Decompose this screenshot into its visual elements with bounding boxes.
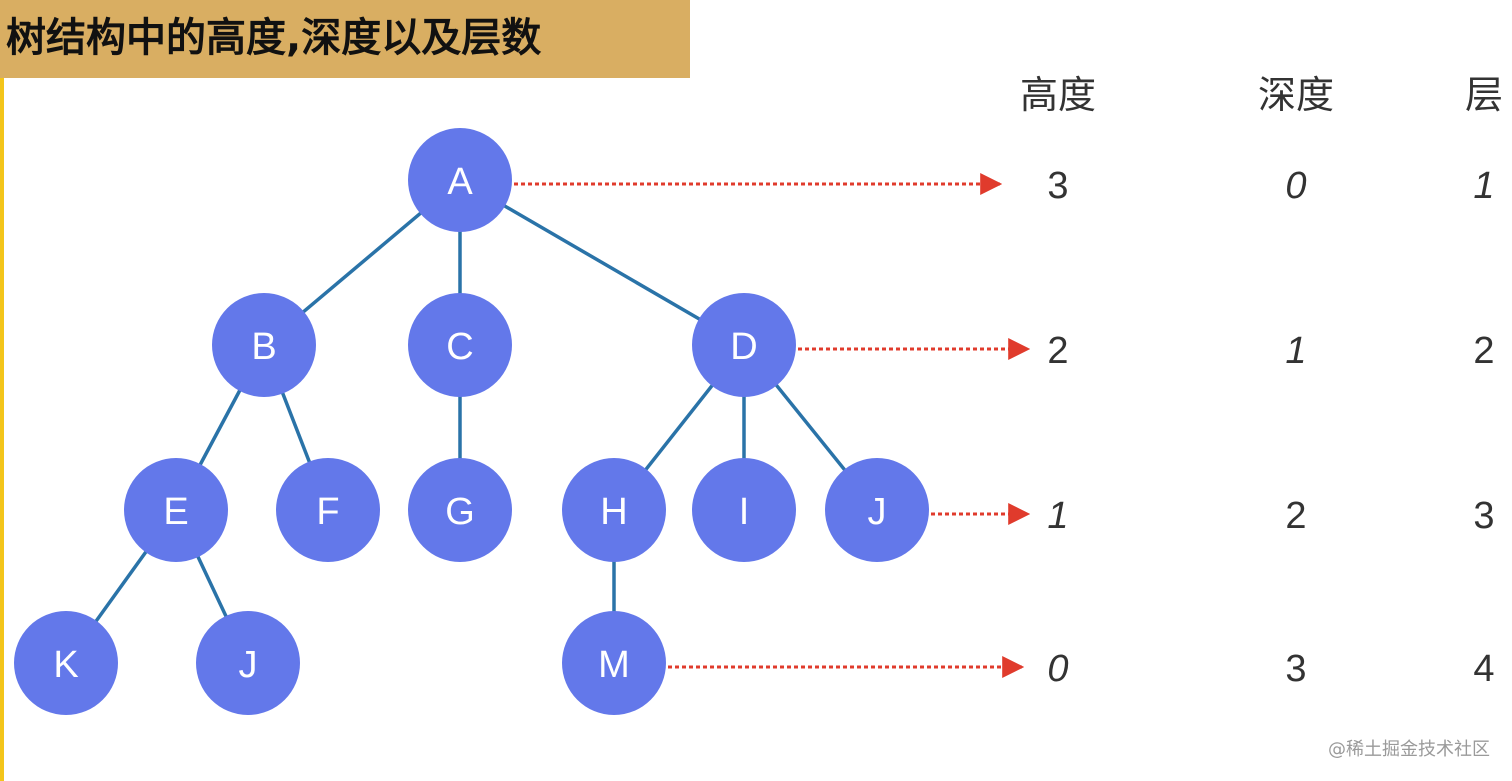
- node-circle: [692, 293, 796, 397]
- tree-node-j2: J: [196, 611, 300, 715]
- tree-node-b: B: [212, 293, 316, 397]
- node-label: H: [600, 491, 627, 533]
- level-value: 2: [1473, 330, 1494, 372]
- source-credit: @稀土掘金技术社区: [1328, 739, 1490, 760]
- node-label: J: [239, 644, 258, 686]
- node-circle: [562, 611, 666, 715]
- tree-node-d: D: [692, 293, 796, 397]
- tree-nodes: A B C D E F G H I J K J M: [14, 128, 929, 715]
- node-circle: [825, 458, 929, 562]
- tree-edges: [93, 203, 847, 624]
- height-value: 2: [1047, 330, 1068, 372]
- column-headers: 高度 深度 层: [1020, 73, 1503, 117]
- node-circle: [196, 611, 300, 715]
- node-circle: [212, 293, 316, 397]
- depth-value: 0: [1285, 165, 1306, 207]
- node-label: K: [53, 644, 78, 686]
- tree-node-e: E: [124, 458, 228, 562]
- node-circle: [562, 458, 666, 562]
- node-circle: [408, 128, 512, 232]
- node-circle: [124, 458, 228, 562]
- title-bar: [0, 0, 690, 78]
- edge-d-h: [643, 383, 715, 472]
- column-header-level: 层: [1465, 73, 1503, 117]
- level-arrows: [514, 173, 1031, 678]
- tree-node-g: G: [408, 458, 512, 562]
- node-label: G: [445, 491, 475, 533]
- column-header-height: 高度: [1020, 73, 1096, 117]
- node-label: C: [446, 326, 473, 368]
- edge-d-j1: [774, 382, 847, 473]
- height-value: 1: [1047, 495, 1068, 537]
- edge-b-f: [280, 390, 312, 465]
- node-circle: [408, 458, 512, 562]
- node-label: D: [730, 326, 757, 368]
- node-circle: [692, 458, 796, 562]
- node-label: B: [251, 326, 276, 368]
- tree-node-h: H: [562, 458, 666, 562]
- tree-node-k: K: [14, 611, 118, 715]
- height-value: 0: [1047, 648, 1068, 690]
- level-values: 3 0 1 2 1 2 1 2 3 0 3 4: [1047, 165, 1494, 690]
- node-circle: [408, 293, 512, 397]
- column-header-depth: 深度: [1258, 73, 1334, 117]
- level-value: 3: [1473, 495, 1494, 537]
- node-circle: [14, 611, 118, 715]
- depth-value: 1: [1285, 330, 1306, 372]
- tree-node-a: A: [408, 128, 512, 232]
- left-accent-rule: [0, 78, 4, 781]
- node-label: J: [868, 491, 887, 533]
- edge-b-e: [197, 388, 243, 467]
- tree-node-f: F: [276, 458, 380, 562]
- node-label: I: [739, 491, 750, 533]
- tree-node-i: I: [692, 458, 796, 562]
- node-label: A: [447, 161, 473, 203]
- edge-a-d: [502, 203, 702, 322]
- tree-node-j1: J: [825, 458, 929, 562]
- node-label: F: [316, 491, 339, 533]
- edge-e-j2: [195, 554, 229, 619]
- edge-a-b: [301, 210, 423, 315]
- level-value: 1: [1473, 165, 1494, 207]
- page-title: 树结构中的高度,深度以及层数: [6, 15, 542, 61]
- node-label: M: [598, 644, 630, 686]
- tree-node-m: M: [562, 611, 666, 715]
- tree-node-c: C: [408, 293, 512, 397]
- depth-value: 3: [1285, 648, 1306, 690]
- node-label: E: [163, 491, 188, 533]
- level-value: 4: [1473, 648, 1494, 690]
- depth-value: 2: [1285, 495, 1306, 537]
- node-circle: [276, 458, 380, 562]
- edge-e-k: [93, 549, 149, 624]
- height-value: 3: [1047, 165, 1068, 207]
